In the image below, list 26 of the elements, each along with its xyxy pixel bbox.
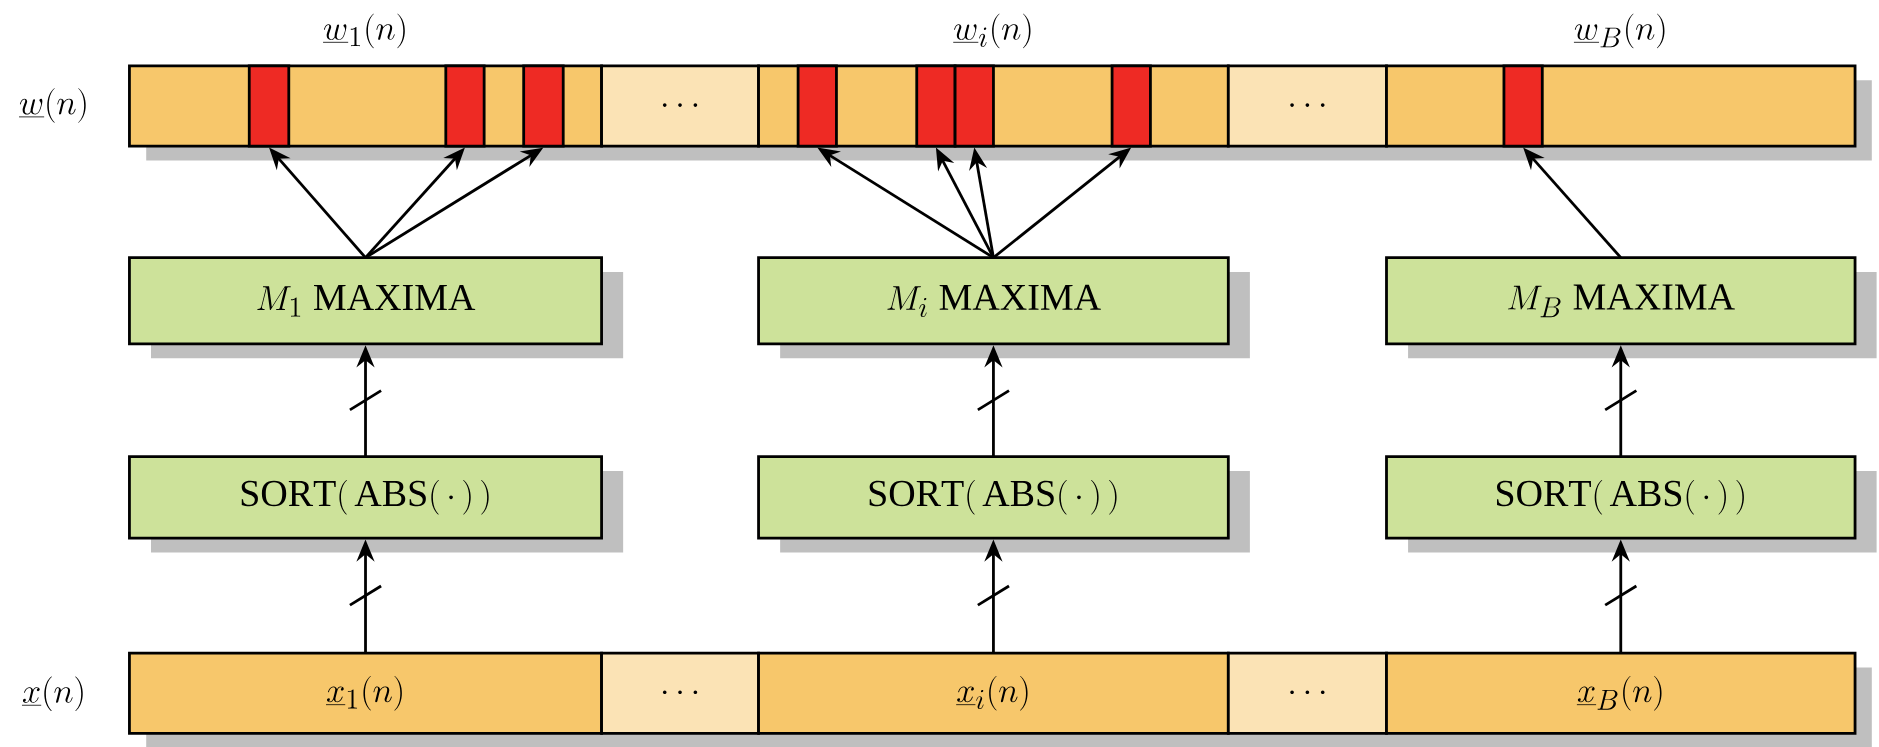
- bar-segment: $\underline{x}_i(n)$: [757, 651, 1230, 735]
- marked-cell: [247, 64, 291, 148]
- marked-cell: [796, 64, 838, 148]
- row-label: $\underline{w}(n)$: [19, 88, 86, 123]
- ellipsis-segment: $\cdots$: [1226, 651, 1388, 735]
- bar-segment: $\underline{x}_1(n)$: [128, 651, 603, 735]
- marked-cell: [1502, 64, 1544, 148]
- marked-cell: [915, 64, 957, 148]
- marked-cell: [953, 64, 995, 148]
- row-label: $\underline{x}(n)$: [21, 676, 83, 712]
- bar-segment: $\underline{x}_B(n)$: [1385, 651, 1857, 735]
- process-box: $\mathrm{SORT}(\,\mathrm{ABS}(\,\cdot\,)\,)$: [1385, 455, 1857, 540]
- marked-cell: [1110, 64, 1152, 148]
- segment-heading: $\underline{w}_1(n)$: [323, 13, 405, 49]
- marked-cell: [444, 64, 486, 148]
- segment-heading: $\underline{w}_i(n)$: [953, 13, 1031, 49]
- ellipsis-segment: $\cdots$: [600, 64, 760, 148]
- ellipsis-segment: $\cdots$: [1226, 64, 1388, 148]
- ellipsis-segment: $\cdots$: [600, 651, 760, 735]
- process-box: $M_1\ \mathrm{MAXIMA}$: [128, 256, 603, 346]
- process-box: $\mathrm{SORT}(\,\mathrm{ABS}(\,\cdot\,)\,)$: [128, 455, 603, 540]
- process-box: $M_i\ \mathrm{MAXIMA}$: [757, 256, 1230, 346]
- process-box: $M_B\ \mathrm{MAXIMA}$: [1385, 256, 1857, 346]
- marked-cell: [522, 64, 565, 148]
- process-box: $\mathrm{SORT}(\,\mathrm{ABS}(\,\cdot\,)\,)$: [757, 455, 1230, 540]
- segment-heading: $\underline{w}_B(n)$: [1573, 13, 1665, 49]
